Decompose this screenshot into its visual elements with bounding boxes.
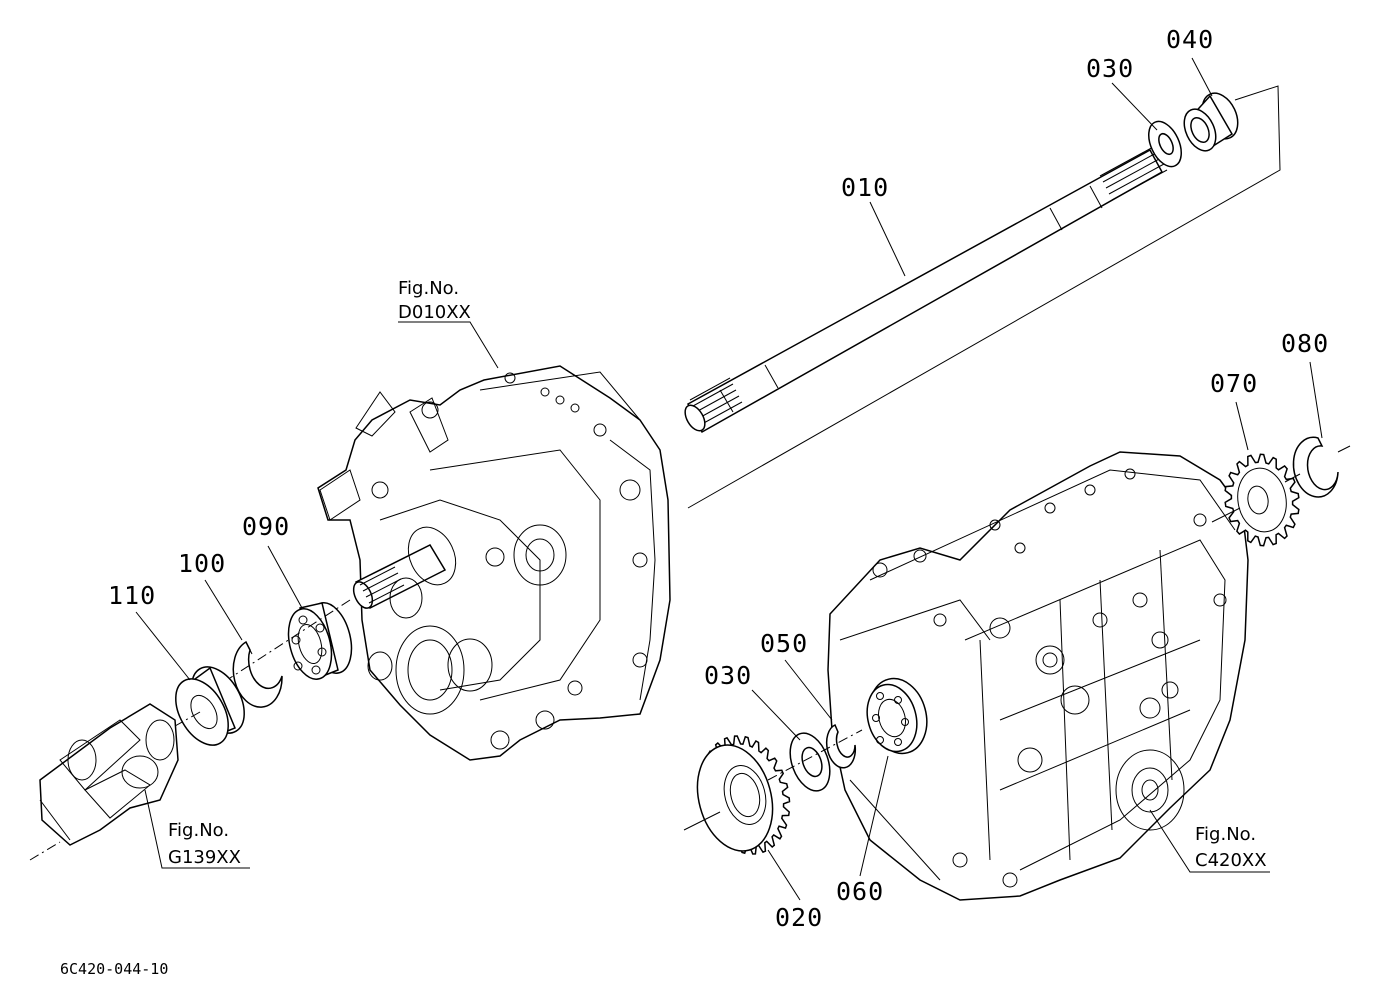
gear-020 <box>696 735 791 855</box>
washer-030-bottom <box>789 732 831 792</box>
label-part-010: 010 <box>841 173 889 202</box>
callout-g139 <box>144 789 250 869</box>
figref-d010-line2: D010XX <box>398 302 471 323</box>
label-part-020: 020 <box>775 903 823 932</box>
drawing-code: 6C420-044-10 <box>60 960 168 978</box>
washer-030-top <box>1148 120 1182 168</box>
ball-bearing-090 <box>287 602 353 680</box>
label-part-030-bottom: 030 <box>704 661 752 690</box>
rear-housing <box>827 451 1249 901</box>
leader-lines <box>135 57 1323 901</box>
figref-d010-line1: Fig.No. <box>398 278 459 299</box>
oil-seal-110 <box>175 666 245 746</box>
shaft-010 <box>684 145 1168 434</box>
figref-g139-line2: G139XX <box>168 847 241 868</box>
label-part-080: 080 <box>1281 329 1329 358</box>
assembly-line <box>687 85 1281 509</box>
label-part-100: 100 <box>178 549 226 578</box>
front-housing <box>317 365 671 761</box>
label-part-110: 110 <box>108 581 156 610</box>
snap-ring-050 <box>825 723 857 769</box>
label-part-060: 060 <box>836 877 884 906</box>
ball-bearing-060 <box>866 677 928 755</box>
gear-070 <box>1224 453 1300 547</box>
label-part-070: 070 <box>1210 369 1258 398</box>
callout-d010 <box>398 321 499 369</box>
figref-c420-line2: C420XX <box>1195 850 1267 871</box>
callout-c420 <box>1149 809 1270 873</box>
snap-ring-100 <box>232 640 283 708</box>
label-part-090: 090 <box>242 512 290 541</box>
label-part-050: 050 <box>760 629 808 658</box>
figref-g139-line1: Fig.No. <box>168 820 229 841</box>
universal-joint <box>39 703 179 846</box>
label-part-040: 040 <box>1166 25 1214 54</box>
figref-c420-line1: Fig.No. <box>1195 824 1256 845</box>
needle-bearing-040 <box>1183 92 1239 152</box>
label-part-030-top: 030 <box>1086 54 1134 83</box>
snap-ring-080 <box>1292 436 1339 498</box>
